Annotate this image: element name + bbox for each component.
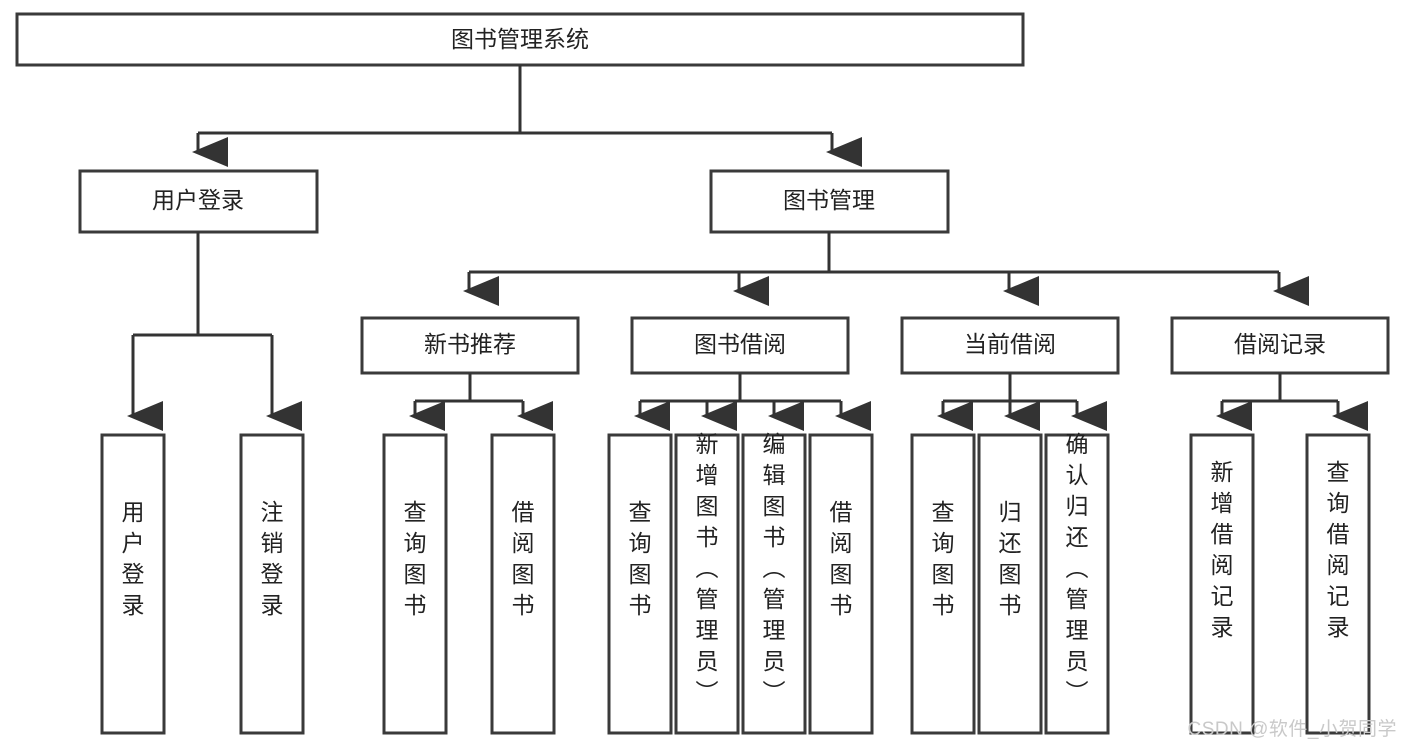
- leaf-label: 注销登录: [261, 499, 284, 618]
- link-root-to-level2: [192, 65, 862, 167]
- leaf-box[interactable]: [382, 433, 448, 735]
- leaf-node[interactable]: 用户登录: [100, 433, 166, 735]
- leaf-node[interactable]: 查询图书: [910, 433, 976, 735]
- leaf-box[interactable]: [741, 433, 807, 735]
- node-book-management[interactable]: 图书管理: [709, 169, 950, 234]
- leaf-label: 新增图书︵管理员︶: [696, 431, 719, 705]
- leaf-node[interactable]: 编辑图书︵管理员︶: [741, 431, 807, 735]
- leaf-label: 归还图书: [999, 499, 1022, 618]
- leaf-label: 借阅图书: [830, 499, 853, 618]
- leaf-node[interactable]: 确认归还︵管理员︶: [1044, 431, 1110, 735]
- book-management-label: 图书管理: [783, 187, 875, 213]
- book-borrow-label: 图书借阅: [694, 331, 786, 357]
- leaf-label: 确认归还︵管理员︶: [1066, 431, 1089, 705]
- leaf-box[interactable]: [977, 433, 1043, 735]
- leaf-box[interactable]: [490, 433, 556, 735]
- leaf-node[interactable]: 新增图书︵管理员︶: [674, 431, 740, 735]
- node-current-borrow[interactable]: 当前借阅: [900, 316, 1120, 375]
- new-book-recommend-box[interactable]: [360, 316, 580, 375]
- new-book-recommend-label: 新书推荐: [424, 331, 516, 357]
- node-new-book-recommend[interactable]: 新书推荐: [360, 316, 580, 375]
- leaf-node[interactable]: 查询借阅记录: [1305, 433, 1371, 735]
- current-borrow-label: 当前借阅: [964, 331, 1056, 357]
- link-userlogin-to-leaves: [127, 232, 302, 431]
- leaf-label: 用户登录: [122, 499, 145, 618]
- user-login-box[interactable]: [78, 169, 319, 234]
- leaf-box[interactable]: [1044, 433, 1110, 735]
- leaf-box[interactable]: [808, 433, 874, 735]
- user-login-label: 用户登录: [152, 187, 244, 213]
- leaf-node[interactable]: 查询图书: [607, 433, 673, 735]
- leaf-box[interactable]: [239, 433, 305, 735]
- leaf-node[interactable]: 借阅图书: [490, 433, 556, 735]
- leaf-box[interactable]: [910, 433, 976, 735]
- leaf-box[interactable]: [1305, 433, 1371, 735]
- leaf-label: 查询图书: [629, 499, 652, 618]
- leaf-box[interactable]: [1189, 433, 1255, 735]
- leaf-label: 查询图书: [932, 499, 955, 618]
- node-root[interactable]: 图书管理系统: [15, 12, 1025, 67]
- link-newbook-to-leaves: [409, 373, 553, 431]
- leaf-node[interactable]: 借阅图书: [808, 433, 874, 735]
- node-book-borrow[interactable]: 图书借阅: [630, 316, 850, 375]
- root-box[interactable]: [15, 12, 1025, 67]
- csdn-watermark: CSDN @软件_小贺同学: [1187, 719, 1397, 740]
- leaf-label: 查询借阅记录: [1327, 459, 1350, 640]
- leaf-label: 编辑图书︵管理员︶: [763, 431, 786, 705]
- root-label: 图书管理系统: [451, 26, 589, 52]
- leaf-node[interactable]: 查询图书: [382, 433, 448, 735]
- leaf-node[interactable]: 新增借阅记录: [1189, 433, 1255, 735]
- current-borrow-box[interactable]: [900, 316, 1120, 375]
- link-currentborrow-to-leaves: [937, 373, 1107, 431]
- leaf-box[interactable]: [674, 433, 740, 735]
- leaf-box[interactable]: [607, 433, 673, 735]
- leaf-node[interactable]: 归还图书: [977, 433, 1043, 735]
- leaf-label: 查询图书: [404, 499, 427, 618]
- leaf-label: 借阅图书: [512, 499, 535, 618]
- leaf-label: 新增借阅记录: [1211, 459, 1234, 640]
- leaf-box[interactable]: [100, 433, 166, 735]
- link-bookmgmt-to-level3: [463, 232, 1309, 306]
- leaf-node[interactable]: 注销登录: [239, 433, 305, 735]
- link-bookborrow-to-leaves: [634, 373, 871, 431]
- node-borrow-record[interactable]: 借阅记录: [1170, 316, 1390, 375]
- borrow-record-label: 借阅记录: [1234, 331, 1326, 357]
- node-user-login[interactable]: 用户登录: [78, 169, 319, 234]
- link-borrowrecord-to-leaves: [1216, 373, 1368, 431]
